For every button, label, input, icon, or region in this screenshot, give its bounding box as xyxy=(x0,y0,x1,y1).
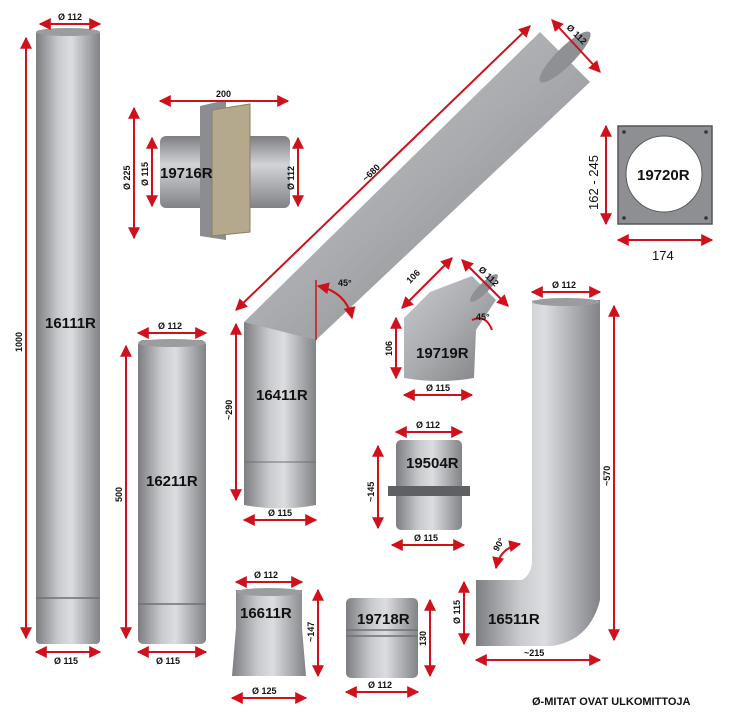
dim-16511R-length: ~570 xyxy=(602,466,612,486)
dim-19718R-length: 130 xyxy=(418,631,428,646)
code-19720R: 19720R xyxy=(637,167,690,184)
dim-19719R-a: 106 xyxy=(404,268,422,286)
dim-16511R-width: ~215 xyxy=(524,648,544,658)
sleeve-19718R-body xyxy=(346,598,418,678)
dim-arrow-16411R-long xyxy=(235,25,531,311)
plate-19720R xyxy=(617,125,713,225)
dim-19718R-bottom: Ø 112 xyxy=(368,680,392,690)
dim-16111R-bottom: Ø 115 xyxy=(54,656,78,666)
dim-16111R-top: Ø 112 xyxy=(58,12,82,22)
code-16411R: 16411R xyxy=(256,387,308,404)
dim-arrow-16411R-angle xyxy=(316,282,356,320)
dim-16511R-top: Ø 112 xyxy=(552,280,576,290)
elbow-19719R xyxy=(404,274,498,381)
dim-19504R-top: Ø 112 xyxy=(416,420,440,430)
pipe-16211R-top-rim xyxy=(138,339,206,347)
dim-16211R-length: 500 xyxy=(114,487,124,502)
pipe-16411R-lower xyxy=(244,322,316,509)
code-16111R: 16111R xyxy=(45,315,96,332)
dim-16611R-top: Ø 112 xyxy=(254,570,278,580)
dim-19716R-outlet: Ø 112 xyxy=(286,166,296,190)
footer-note: Ø-MITAT OVAT ULKOMITTOJA xyxy=(532,696,691,708)
plate-19720R-hole xyxy=(625,135,703,213)
pipe-16211R xyxy=(138,339,206,644)
dim-19719R-b: 106 xyxy=(384,341,394,356)
connector-19504R-flange xyxy=(388,486,470,496)
code-19718R: 19718R xyxy=(357,611,410,628)
pipe-16211R-body xyxy=(138,340,206,644)
dim-19716R-inner: Ø 115 xyxy=(140,162,150,186)
dim-19720R-width: 174 xyxy=(652,248,674,263)
dim-16111R-length: 1000 xyxy=(14,332,24,352)
dim-arrow-19719R-angle xyxy=(471,317,493,331)
dim-19719R-bottom: Ø 115 xyxy=(426,383,450,393)
pipe-16111R-body xyxy=(36,30,100,644)
part-19716R-insulation xyxy=(212,104,250,236)
code-19719R: 19719R xyxy=(416,345,469,362)
dim-19504R-bottom: Ø 115 xyxy=(414,533,438,543)
dim-arrow-19719R-top xyxy=(461,259,509,307)
code-19504R: 19504R xyxy=(406,455,459,472)
dim-19716R-outer: Ø 225 xyxy=(122,165,132,190)
dim-19719R-angle: 45° xyxy=(476,312,490,322)
dim-16511R-side: Ø 115 xyxy=(452,600,462,624)
adapter-16611R-body xyxy=(232,590,306,676)
dim-19504R-length: ~145 xyxy=(366,482,376,502)
dim-16611R-bottom: Ø 125 xyxy=(252,686,277,696)
pipe-16511R-top-rim xyxy=(532,298,600,306)
dim-19716R-width: 200 xyxy=(216,89,231,99)
dim-16611R-length: ~147 xyxy=(306,622,316,642)
adapter-16611R xyxy=(232,588,306,676)
pipe-16111R xyxy=(36,28,100,644)
connector-19504R-body xyxy=(396,440,462,530)
code-16611R: 16611R xyxy=(240,605,292,622)
dim-16411R-bottom: Ø 115 xyxy=(268,508,292,518)
dim-19720R-height: 162 - 245 xyxy=(586,155,601,210)
dim-16411R-angle: 45° xyxy=(338,278,352,288)
dim-16411R-low: ~290 xyxy=(224,400,234,420)
code-16211R: 16211R xyxy=(146,473,198,490)
sleeve-19718R xyxy=(346,598,418,678)
code-16511R: 16511R xyxy=(488,611,540,628)
pipe-16511R xyxy=(476,298,600,646)
dim-16211R-bottom: Ø 115 xyxy=(156,656,180,666)
code-19716R: 19716R xyxy=(160,165,213,182)
dim-arrow-19719R-a xyxy=(401,257,453,309)
adapter-16611R-top-rim xyxy=(236,588,302,596)
pipe-16511R-body xyxy=(476,300,600,646)
pipe-16111R-top-rim xyxy=(36,28,100,36)
dim-arrow-16411R-top xyxy=(551,19,601,73)
connector-19504R xyxy=(388,440,470,530)
dim-16211R-top: Ø 112 xyxy=(158,321,182,331)
dim-arrow-16511R-angle xyxy=(492,540,522,570)
